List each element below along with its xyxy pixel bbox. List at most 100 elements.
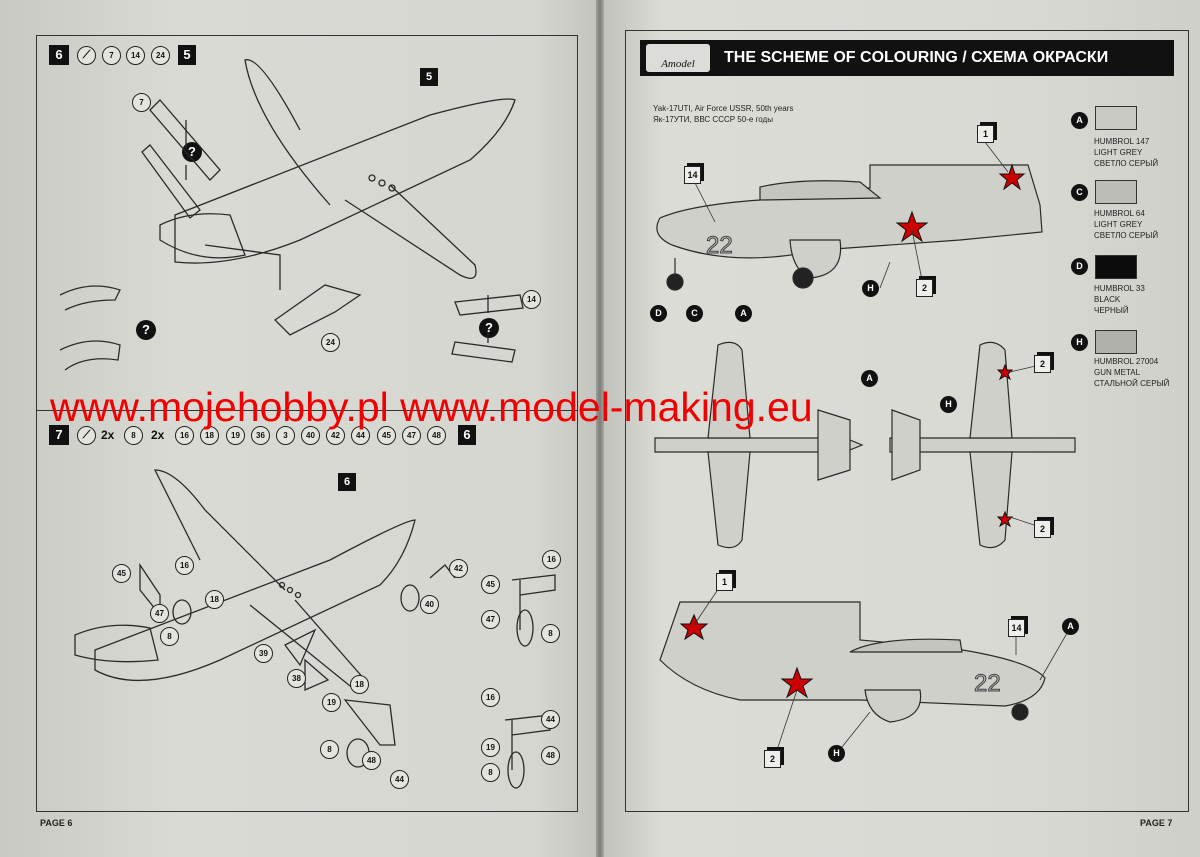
paint-letter: H xyxy=(1071,334,1088,351)
subassembly-callout: 5 xyxy=(420,68,438,86)
part-label: 19 xyxy=(322,693,341,712)
step7-panel xyxy=(36,410,578,812)
page-header: Amodel THE SCHEME OF COLOURING / СХЕМА О… xyxy=(640,40,1174,76)
legend-line: LIGHT GREY xyxy=(1094,220,1143,229)
paint-letter: D xyxy=(1071,258,1088,275)
paint-callout: C xyxy=(686,305,703,322)
part-ref: 48 xyxy=(427,426,446,445)
legend-line: HUMBROL 147 xyxy=(1094,137,1150,146)
part-ref: 36 xyxy=(251,426,270,445)
glue-icon: ⟋ xyxy=(77,46,96,65)
quantity-label: 2x xyxy=(101,428,115,442)
legend-line: ЧЕРНЫЙ xyxy=(1094,306,1129,315)
part-label: 16 xyxy=(542,550,561,569)
left-page xyxy=(0,0,596,857)
legend-line: HUMBROL 33 xyxy=(1094,284,1145,293)
part-ref: 42 xyxy=(326,426,345,445)
side-view-upper xyxy=(656,164,1043,291)
decal-callout: 14 xyxy=(684,166,701,184)
legend-line: СВЕТЛО СЕРЫЙ xyxy=(1094,231,1159,240)
legend-line: HUMBROL 64 xyxy=(1094,209,1145,218)
part-ref: 24 xyxy=(151,46,170,65)
part-ref: 19 xyxy=(226,426,245,445)
step6-drawing xyxy=(59,59,524,371)
legend-text: HUMBROL 64 LIGHT GREY СВЕТЛО СЕРЫЙ xyxy=(1094,208,1158,241)
side-view-lower xyxy=(659,601,1046,723)
part-label: 47 xyxy=(481,610,500,629)
colour-swatch xyxy=(1095,330,1137,354)
decal-callout: 2 xyxy=(764,750,781,768)
part-label: 7 xyxy=(132,93,151,112)
question-icon: ? xyxy=(479,318,499,338)
part-ref: 16 xyxy=(175,426,194,445)
paint-callout: H xyxy=(828,745,845,762)
page-title: THE SCHEME OF COLOURING / СХЕМА ОКРАСКИ xyxy=(724,49,1109,66)
page-number: PAGE 6 xyxy=(40,818,73,828)
callout-leaders xyxy=(691,141,1071,757)
paint-callout: A xyxy=(1062,618,1079,635)
page-number: PAGE 7 xyxy=(1140,818,1173,828)
part-ref: 18 xyxy=(200,426,219,445)
part-label: 8 xyxy=(481,763,500,782)
page-gutter xyxy=(596,0,604,857)
aircraft-number: 22 xyxy=(706,232,734,260)
caption-ru: Як-17УТИ, ВВС СССР 50-е годы xyxy=(653,115,773,124)
decal-callout: 1 xyxy=(716,573,733,591)
part-label: 48 xyxy=(541,746,560,765)
part-label: 19 xyxy=(481,738,500,757)
legend-line: HUMBROL 27004 xyxy=(1094,357,1159,366)
glue-icon: ⟋ xyxy=(77,426,96,445)
part-label: 47 xyxy=(150,604,169,623)
colour-swatch xyxy=(1095,255,1137,279)
paint-letter: A xyxy=(1071,112,1088,129)
paint-callout: H xyxy=(862,280,879,297)
star-insignia xyxy=(679,163,1026,699)
decal-callout: 14 xyxy=(1008,619,1025,637)
part-label: 48 xyxy=(362,751,381,770)
paint-callout: D xyxy=(650,305,667,322)
colour-swatch xyxy=(1095,106,1137,130)
part-ref: 40 xyxy=(301,426,320,445)
decal-callout: 2 xyxy=(1034,520,1051,538)
step-number: 6 xyxy=(49,45,69,65)
part-label: 18 xyxy=(350,675,369,694)
subassembly-callout: 6 xyxy=(338,473,356,491)
part-ref: 45 xyxy=(377,426,396,445)
part-label: 8 xyxy=(320,740,339,759)
part-ref: 8 xyxy=(124,426,143,445)
part-ref: 44 xyxy=(351,426,370,445)
step-number: 7 xyxy=(49,425,69,445)
decal-callout: 2 xyxy=(1034,355,1051,373)
legend-line: СВЕТЛО СЕРЫЙ xyxy=(1094,159,1159,168)
part-label: 39 xyxy=(254,644,273,663)
part-label: 44 xyxy=(541,710,560,729)
question-icon: ? xyxy=(182,142,202,162)
part-ref: 3 xyxy=(276,426,295,445)
part-label: 40 xyxy=(420,595,439,614)
quantity-label: 2x xyxy=(151,428,165,442)
part-label: 24 xyxy=(321,333,340,352)
legend-line: СТАЛЬНОЙ СЕРЫЙ xyxy=(1094,379,1170,388)
part-label: 8 xyxy=(541,624,560,643)
decal-callout: 1 xyxy=(977,125,994,143)
colour-swatch xyxy=(1095,180,1137,204)
result-step: 5 xyxy=(178,45,196,65)
part-ref: 7 xyxy=(102,46,121,65)
part-label: 18 xyxy=(205,590,224,609)
part-label: 45 xyxy=(481,575,500,594)
aircraft-number: 22 xyxy=(974,670,1002,698)
part-label: 14 xyxy=(522,290,541,309)
question-icon: ? xyxy=(136,320,156,340)
paint-callout: A xyxy=(735,305,752,322)
part-label: 8 xyxy=(160,627,179,646)
part-ref: 47 xyxy=(402,426,421,445)
part-label: 16 xyxy=(481,688,500,707)
watermark-text: www.mojehobby.pl www.model-making.eu xyxy=(50,384,813,430)
aircraft-line-art xyxy=(59,59,524,371)
part-label: 16 xyxy=(175,556,194,575)
part-label: 38 xyxy=(287,669,306,688)
brand-logo: Amodel xyxy=(646,44,710,72)
